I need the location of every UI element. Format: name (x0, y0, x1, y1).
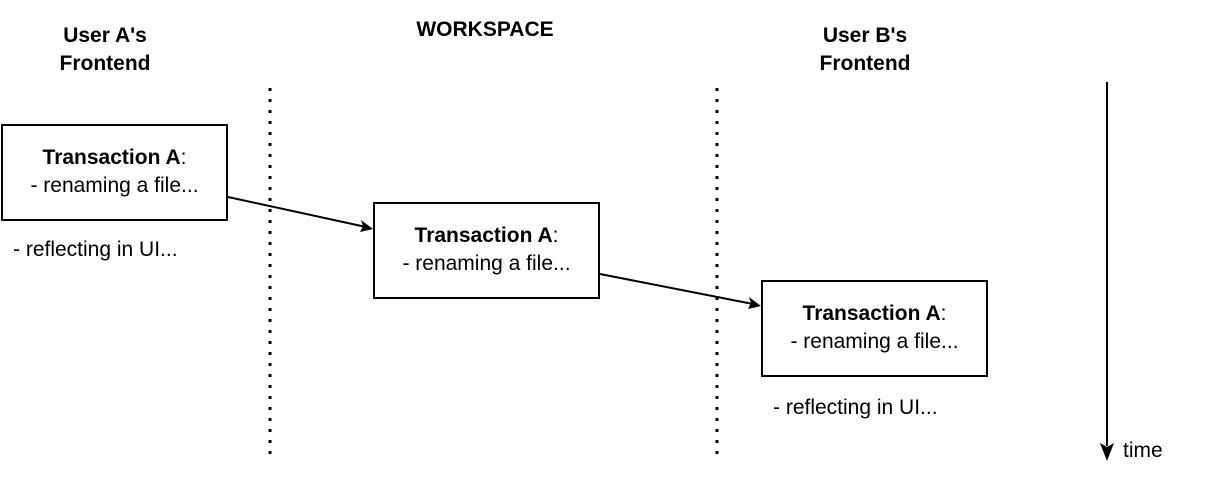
transaction-name: Transaction A (802, 302, 941, 325)
transaction-box-user-b: Transaction A: - renaming a file... (761, 280, 988, 377)
workspace-header: WORKSPACE (385, 16, 585, 44)
user-a-ui-note: - reflecting in UI... (13, 238, 178, 261)
transaction-name: Transaction A (414, 224, 553, 247)
time-axis-label: time (1123, 439, 1163, 462)
transaction-action: - renaming a file... (790, 330, 959, 353)
transaction-box-workspace: Transaction A: - renaming a file... (373, 202, 600, 299)
user-b-ui-note: - reflecting in UI... (773, 396, 938, 419)
transaction-title: Transaction A: (3, 144, 226, 172)
transaction-title-colon: : (552, 224, 559, 247)
transaction-name: Transaction A (42, 146, 181, 169)
user-b-frontend-header: User B's Frontend (795, 22, 935, 78)
workspace-header-label: WORKSPACE (416, 18, 554, 41)
arrow-workspace-to-b-head (748, 297, 761, 309)
transaction-action: - renaming a file... (30, 174, 199, 197)
arrow-workspace-to-b (599, 273, 754, 305)
transaction-title-colon: : (180, 146, 187, 169)
transaction-box-user-a: Transaction A: - renaming a file... (1, 124, 228, 221)
user-a-header-line1: User A's (63, 24, 147, 47)
arrow-a-to-workspace (227, 196, 367, 228)
time-axis-arrowhead (1100, 443, 1114, 461)
transaction-title: Transaction A: (375, 222, 598, 250)
user-a-header-line2: Frontend (59, 52, 151, 75)
arrow-a-to-workspace-head (360, 220, 373, 232)
user-b-header-line1: User B's (822, 24, 908, 47)
user-b-header-line2: Frontend (819, 52, 911, 75)
transaction-action: - renaming a file... (402, 252, 571, 275)
transaction-title: Transaction A: (763, 300, 986, 328)
transaction-title-colon: : (940, 302, 947, 325)
user-a-frontend-header: User A's Frontend (35, 22, 175, 78)
